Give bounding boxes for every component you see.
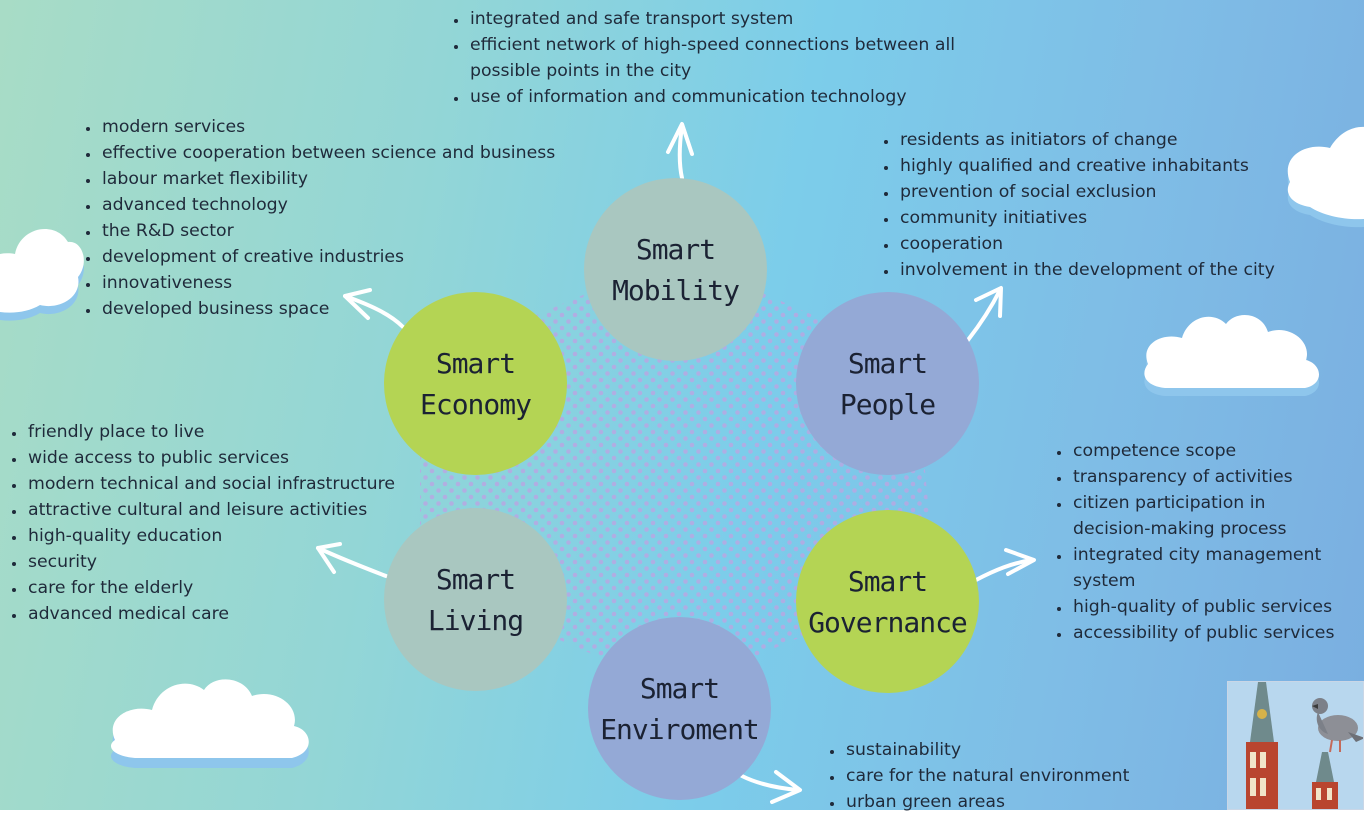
- list-item: community initiatives: [898, 205, 1364, 231]
- list-item: competence scope: [1071, 438, 1364, 464]
- node-label: Smart Enviroment: [600, 671, 760, 746]
- list-item: effective cooperation between science an…: [100, 140, 620, 166]
- list-item: integrated and safe transport system: [468, 6, 988, 32]
- list-item: integrated city management system: [1071, 542, 1343, 594]
- list-item: advanced medical care: [26, 601, 446, 627]
- list-item: developed business space: [100, 296, 620, 322]
- cloud-icon: [1144, 314, 1320, 396]
- list-item: labour market flexibility: [100, 166, 620, 192]
- city-photo: [1227, 681, 1364, 810]
- list-item: use of information and communication tec…: [468, 84, 988, 110]
- governance-list: competence scope transparency of activit…: [1051, 438, 1364, 646]
- node-label: Smart Governance: [808, 564, 968, 639]
- node-smart-mobility: Smart Mobility: [584, 178, 767, 361]
- church-tower-icon: [1312, 752, 1338, 809]
- arrow-icon: [666, 122, 694, 180]
- arrow-icon: [343, 288, 405, 329]
- list-item: advanced technology: [100, 192, 620, 218]
- list-item: prevention of social exclusion: [898, 179, 1364, 205]
- node-smart-living: Smart Living: [384, 508, 567, 691]
- list-item: accessibility of public services: [1071, 620, 1364, 646]
- list-item: sustainability: [844, 737, 1204, 763]
- list-item: involvement in the development of the ci…: [898, 257, 1364, 283]
- list-item: security: [26, 549, 446, 575]
- arrow-icon: [974, 548, 1036, 582]
- list-item: attractive cultural and leisure activiti…: [26, 497, 446, 523]
- economy-list: modern services effective cooperation be…: [80, 114, 620, 322]
- list-item: residents as initiators of change: [898, 127, 1364, 153]
- list-item: care for the elderly: [26, 575, 446, 601]
- list-item: cooperation: [898, 231, 1364, 257]
- node-smart-economy: Smart Economy: [384, 292, 567, 475]
- node-smart-governance: Smart Governance: [796, 510, 979, 693]
- pigeon-icon: [1312, 698, 1363, 753]
- node-label: Smart Mobility: [612, 232, 740, 307]
- node-smart-environment: Smart Enviroment: [588, 617, 771, 800]
- list-item: the R&D sector: [100, 218, 620, 244]
- list-item: care for the natural environment: [844, 763, 1204, 789]
- list-item: development of creative industries: [100, 244, 620, 270]
- list-item: highly qualified and creative inhabitant…: [898, 153, 1364, 179]
- list-item: urban green areas: [844, 789, 1204, 815]
- environment-list: sustainability care for the natural envi…: [824, 737, 1204, 815]
- node-label: Smart Living: [427, 562, 524, 637]
- list-item: wide access to public services: [26, 445, 446, 471]
- arrow-icon: [740, 770, 802, 804]
- cloud-icon: [0, 228, 84, 321]
- cloud-icon: [1287, 127, 1364, 228]
- list-item: efficient network of high-speed connecti…: [468, 32, 960, 84]
- mobility-list: integrated and safe transport system eff…: [448, 6, 988, 110]
- list-item: high-quality education: [26, 523, 446, 549]
- arrow-icon: [966, 286, 1003, 342]
- people-list: residents as initiators of change highly…: [878, 127, 1364, 283]
- list-item: citizen participation in decision-making…: [1071, 490, 1303, 542]
- list-item: innovativeness: [100, 270, 620, 296]
- node-label: Smart Economy: [419, 346, 532, 421]
- church-tower-icon: [1246, 682, 1278, 809]
- list-item: modern services: [100, 114, 620, 140]
- node-label: Smart People: [839, 346, 936, 421]
- list-item: modern technical and social infrastructu…: [26, 471, 446, 497]
- list-item: friendly place to live: [26, 419, 446, 445]
- list-item: high-quality of public services: [1071, 594, 1364, 620]
- node-smart-people: Smart People: [796, 292, 979, 475]
- living-list: friendly place to live wide access to pu…: [6, 419, 446, 627]
- list-item: transparency of activities: [1071, 464, 1364, 490]
- arrow-icon: [316, 542, 388, 578]
- cloud-icon: [111, 679, 309, 768]
